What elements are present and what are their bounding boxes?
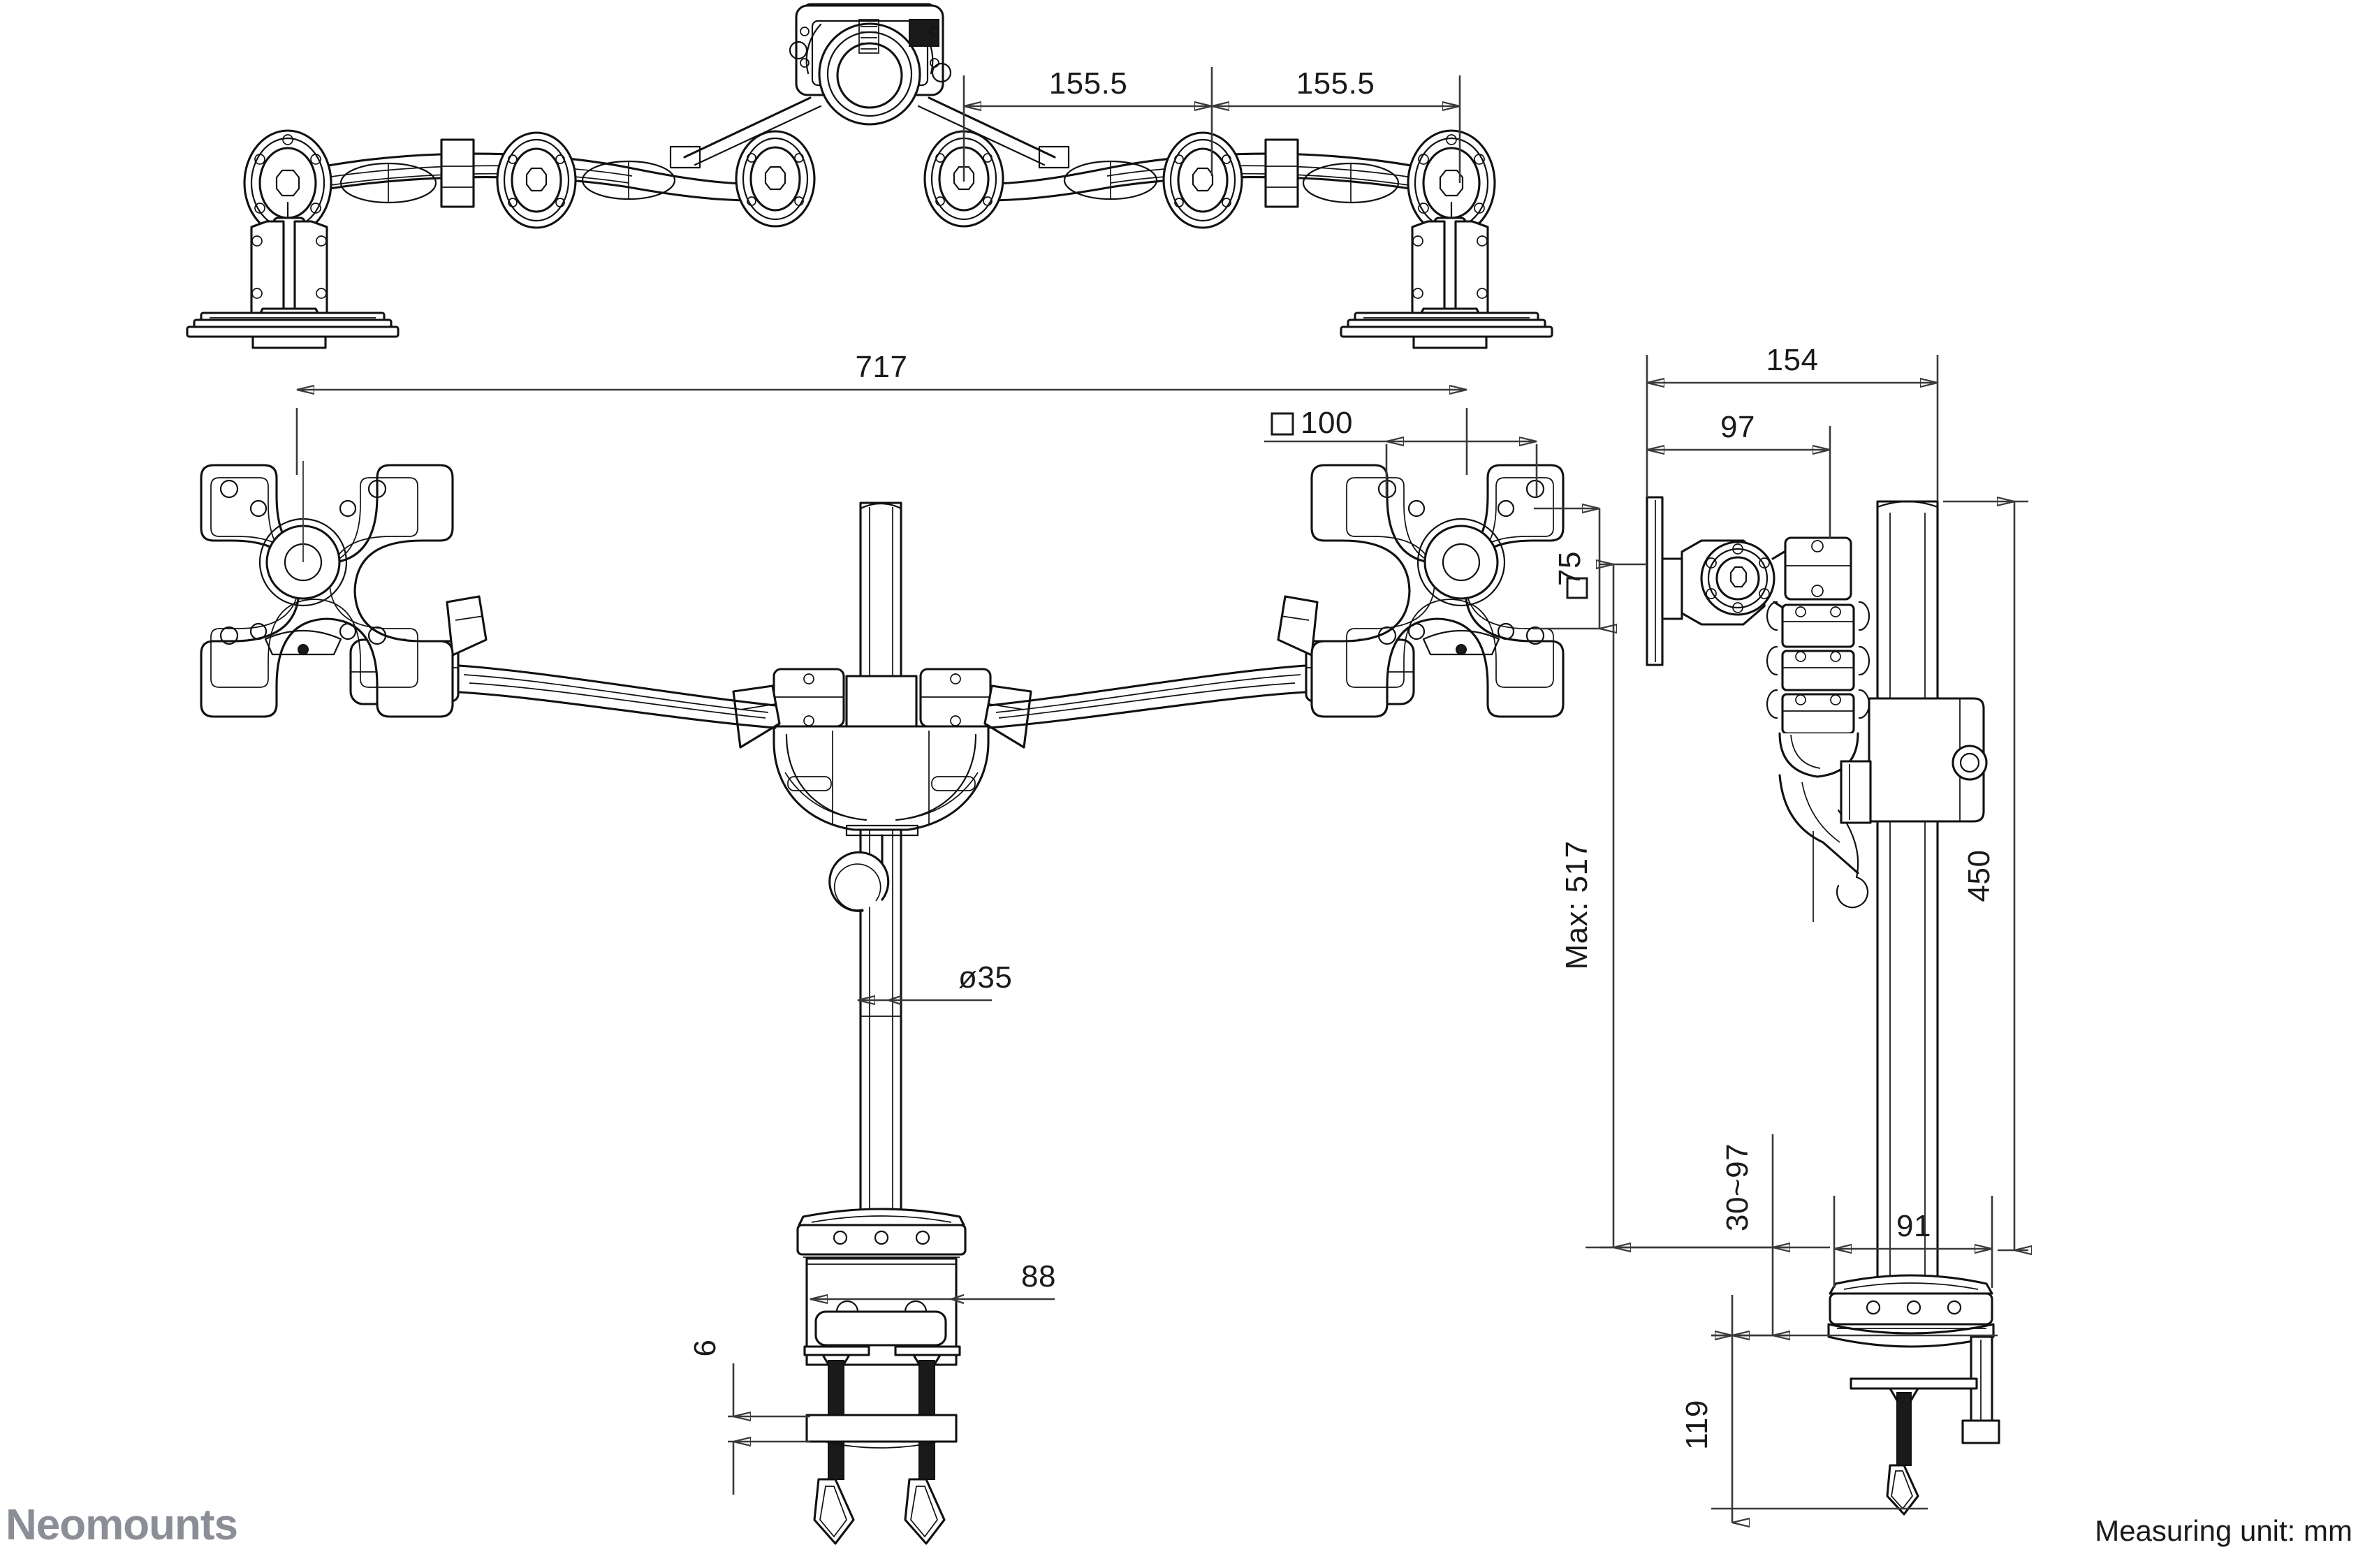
dim-label-pole-450: 450 xyxy=(1962,850,1996,902)
dim-label-vesa-100: 100 xyxy=(1301,406,1353,440)
top-view-group: 155.5 155.5 xyxy=(186,3,1553,349)
dim-label-717: 717 xyxy=(856,350,908,384)
dim-label-side-97: 97 xyxy=(1720,410,1755,444)
square-symbol-100 xyxy=(1271,412,1294,436)
top-view-joint-2 xyxy=(496,131,577,229)
dimension-side-97: 97 xyxy=(1647,410,1831,538)
dim-label-clamp-119: 119 xyxy=(1680,1400,1714,1450)
dim-label-side-154: 154 xyxy=(1766,343,1819,377)
top-view-joint-3 xyxy=(735,130,816,228)
dimension-desk-lip-6: 6 xyxy=(688,1340,810,1495)
side-view-group: 154 97 Max: 517 450 xyxy=(1560,343,2028,1523)
top-view-joint-1 xyxy=(243,129,332,237)
dimension-clamp-119: 119 xyxy=(1680,1295,1998,1523)
front-view-clamp xyxy=(796,1208,967,1545)
top-view-left-monitor-head xyxy=(186,201,400,349)
dimension-clamp-88: 88 xyxy=(810,1259,1056,1303)
dimension-side-154: 154 xyxy=(1646,343,1939,501)
top-view-right-monitor-head xyxy=(1340,201,1553,349)
top-view-right-arm xyxy=(923,129,1496,237)
square-symbol-75 xyxy=(1566,577,1588,599)
dimension-vesa-100: 100 xyxy=(1264,406,1538,497)
dim-label-clamp-range: 30~97 xyxy=(1720,1143,1755,1231)
dimension-155-5-right: 155.5 xyxy=(1212,66,1461,183)
side-view-pole-collar xyxy=(1840,697,1988,824)
dimension-pole-diameter: ø35 xyxy=(858,960,1012,1004)
dimension-clamp-range: 30~97 xyxy=(1586,1134,1788,1335)
dimension-155-5-left: 155.5 xyxy=(962,66,1213,182)
dimension-pole-450: 450 xyxy=(1943,501,2028,1250)
front-view-left-vesa-plate xyxy=(200,461,454,718)
side-view-knuckle-stack xyxy=(1766,536,1870,922)
side-view-vesa-edge xyxy=(1646,496,1683,666)
side-view-clamp xyxy=(1827,1274,2000,1516)
dim-label-155-5-left: 155.5 xyxy=(1049,66,1128,101)
dim-label-desk-lip-6: 6 xyxy=(688,1340,722,1357)
dim-label-vesa-75: 75 xyxy=(1553,551,1587,586)
side-view-tilt-joint xyxy=(1681,539,1802,626)
dimension-clamp-91: 91 xyxy=(1833,1196,1993,1288)
dim-label-max-height: Max: 517 xyxy=(1560,841,1594,970)
top-view-left-arm xyxy=(243,129,816,237)
dim-label-clamp-91: 91 xyxy=(1896,1209,1931,1243)
top-view-center-hub xyxy=(683,3,1056,166)
dimension-max-height: Max: 517 xyxy=(1560,564,1830,1247)
measuring-unit-note: Measuring unit: mm xyxy=(2095,1514,2352,1547)
front-view-right-vesa-plate xyxy=(1310,464,1565,718)
dim-label-pole-diameter: ø35 xyxy=(958,960,1012,995)
dimension-717: 717 xyxy=(295,350,1468,475)
dim-label-clamp-88: 88 xyxy=(1021,1259,1056,1294)
neomounts-logo: Neomounts xyxy=(6,1501,238,1549)
front-view-hub xyxy=(732,668,1032,912)
side-view-pole xyxy=(1876,500,1939,1285)
front-view-group: 717 100 75 ø35 xyxy=(200,350,1599,1545)
dim-label-155-5-right: 155.5 xyxy=(1296,66,1375,101)
